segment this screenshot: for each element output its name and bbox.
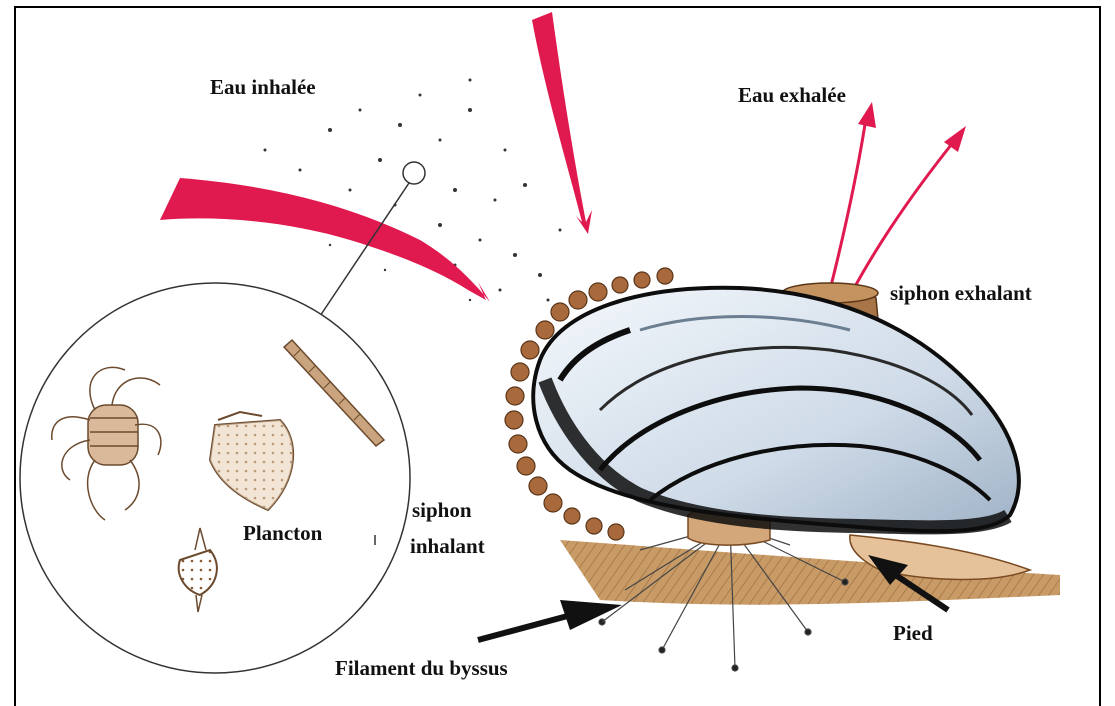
mussel-filtration-illustration [0, 0, 1115, 686]
label-filament-byssus: Filament du byssus [335, 655, 508, 681]
exhaled-water-arrow-2 [852, 126, 966, 292]
water-particles [264, 79, 562, 302]
label-plancton: Plancton [243, 520, 322, 546]
label-eau-exhalee: Eau exhalée [738, 82, 846, 108]
label-eau-inhalee: Eau inhalée [210, 74, 316, 100]
label-siphon-exhalant: siphon exhalant [890, 280, 1032, 306]
plankton-inset [20, 283, 410, 673]
label-siphon-inhalant-line1: siphon [412, 497, 472, 523]
mussel-shell [533, 288, 1019, 531]
label-pied: Pied [893, 620, 933, 646]
downward-water-arrow [532, 12, 592, 234]
label-siphon-inhalant-line2: inhalant [410, 533, 485, 559]
